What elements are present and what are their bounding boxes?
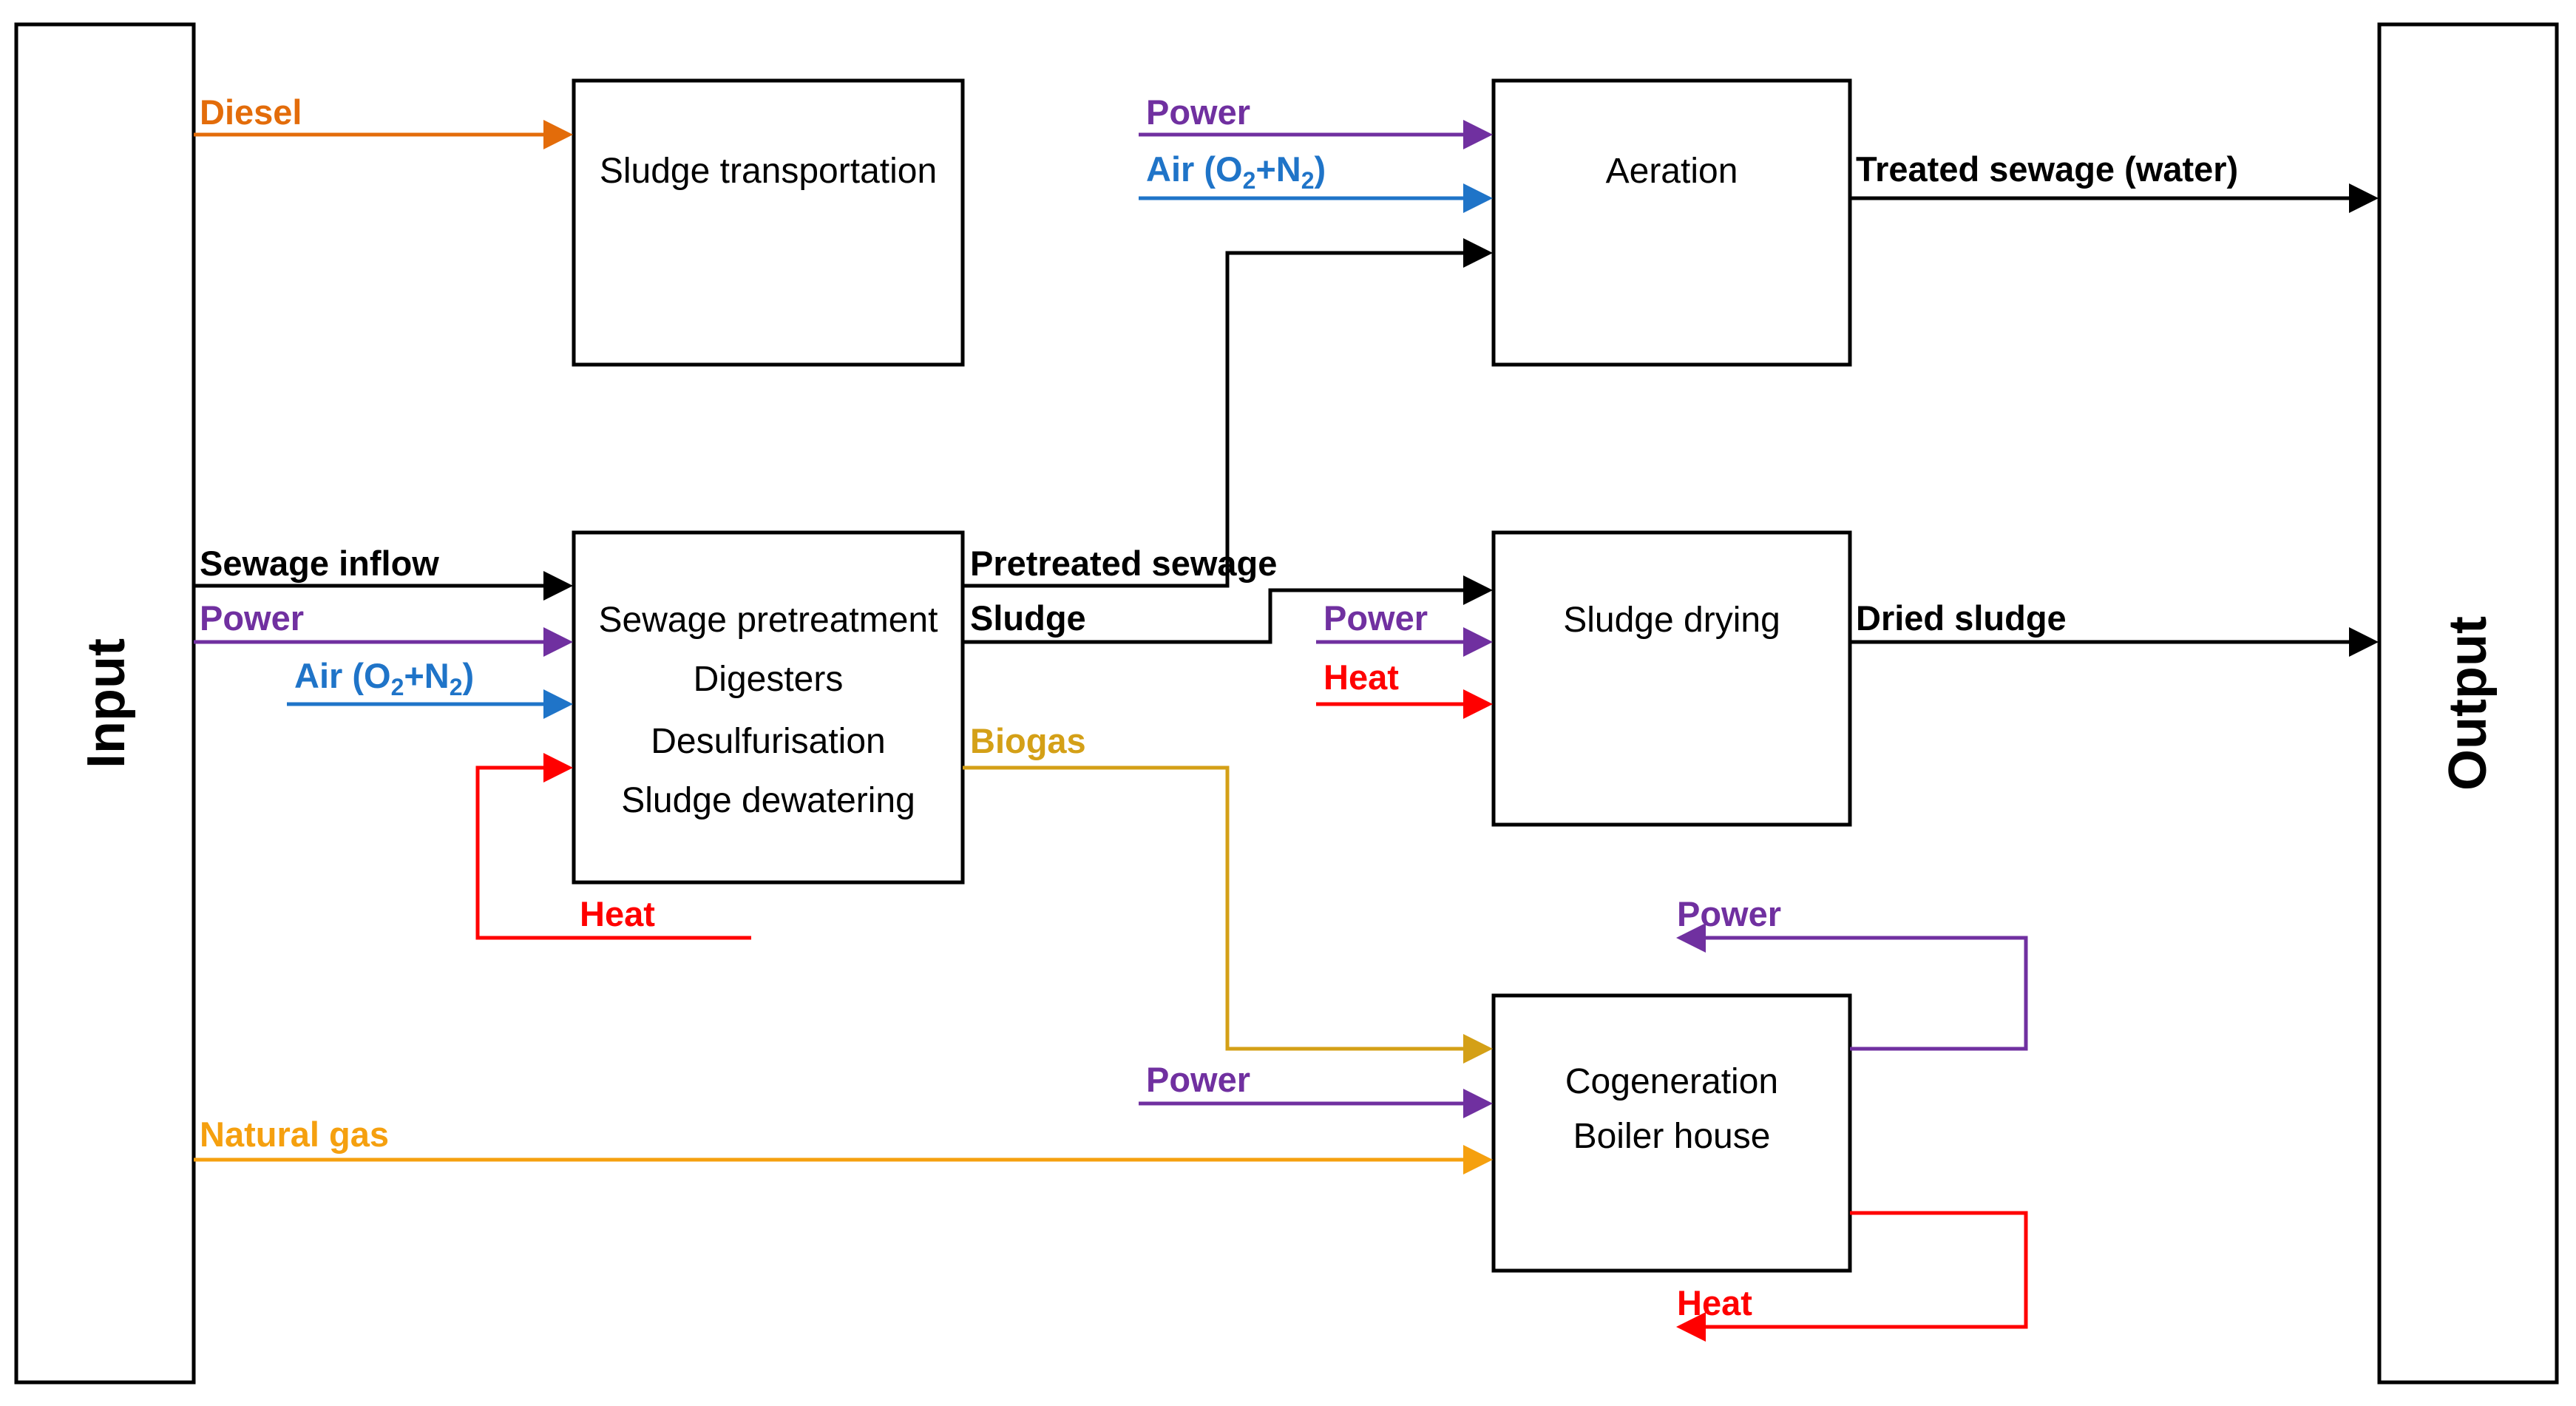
power-aeration-label: Power <box>1146 92 1250 132</box>
biogas-arrow <box>963 765 1493 1064</box>
sewage-inflow-label: Sewage inflow <box>200 544 439 583</box>
sludge-arrow <box>963 575 1493 644</box>
cogeneration-line-2: Boiler house <box>1573 1117 1771 1156</box>
air-aeration-label: Air (O2+N2) <box>1146 149 1326 194</box>
cogeneration-line-1: Cogeneration <box>1565 1062 1778 1101</box>
power-cogen-out-arrow <box>1676 923 2028 1051</box>
power-cogen-in-label: Power <box>1146 1060 1250 1099</box>
power-cogen-out-label: Power <box>1677 894 1781 933</box>
output-box <box>2377 22 2559 1385</box>
pretreated-sewage-label: Pretreated sewage <box>970 544 1277 583</box>
natural-gas-label: Natural gas <box>200 1115 389 1154</box>
pretreatment-line-3: Desulfurisation <box>651 722 885 761</box>
power-drying-label: Power <box>1323 598 1428 638</box>
input-label: Input <box>77 638 136 768</box>
treated-sewage-label: Treated sewage (water) <box>1856 149 2238 189</box>
sludge-transportation-box <box>572 78 965 367</box>
aeration-label: Aeration <box>1606 152 1738 191</box>
dried-sludge-label: Dried sludge <box>1856 598 2067 638</box>
pretreatment-line-1: Sewage pretreatment <box>599 601 938 640</box>
aeration-box <box>1491 78 1852 367</box>
heat-pretreat-arrow <box>475 753 751 940</box>
output-label: Output <box>2438 616 2498 791</box>
input-box <box>14 22 196 1385</box>
sludge-drying-box <box>1491 530 1852 827</box>
heat-drying-label: Heat <box>1323 658 1399 697</box>
heat-pretreat-label: Heat <box>580 894 655 933</box>
pretreatment-box <box>572 530 965 885</box>
sludge-transportation-label: Sludge transportation <box>600 152 937 191</box>
power-pretreat-label: Power <box>200 598 304 638</box>
biogas-label: Biogas <box>970 721 1086 760</box>
diesel-label: Diesel <box>200 92 302 132</box>
cogeneration-box <box>1491 993 1852 1273</box>
heat-cogen-out-arrow <box>1676 1211 2028 1342</box>
air-pretreat-label: Air (O2+N2) <box>294 656 474 700</box>
sludge-label: Sludge <box>970 598 1086 638</box>
heat-cogen-out-label: Heat <box>1677 1283 1752 1322</box>
sludge-drying-label: Sludge drying <box>1563 601 1780 640</box>
pretreatment-line-2: Digesters <box>694 660 844 699</box>
pretreated-sewage-arrow <box>963 238 1493 588</box>
pretreatment-line-4: Sludge dewatering <box>621 781 915 820</box>
